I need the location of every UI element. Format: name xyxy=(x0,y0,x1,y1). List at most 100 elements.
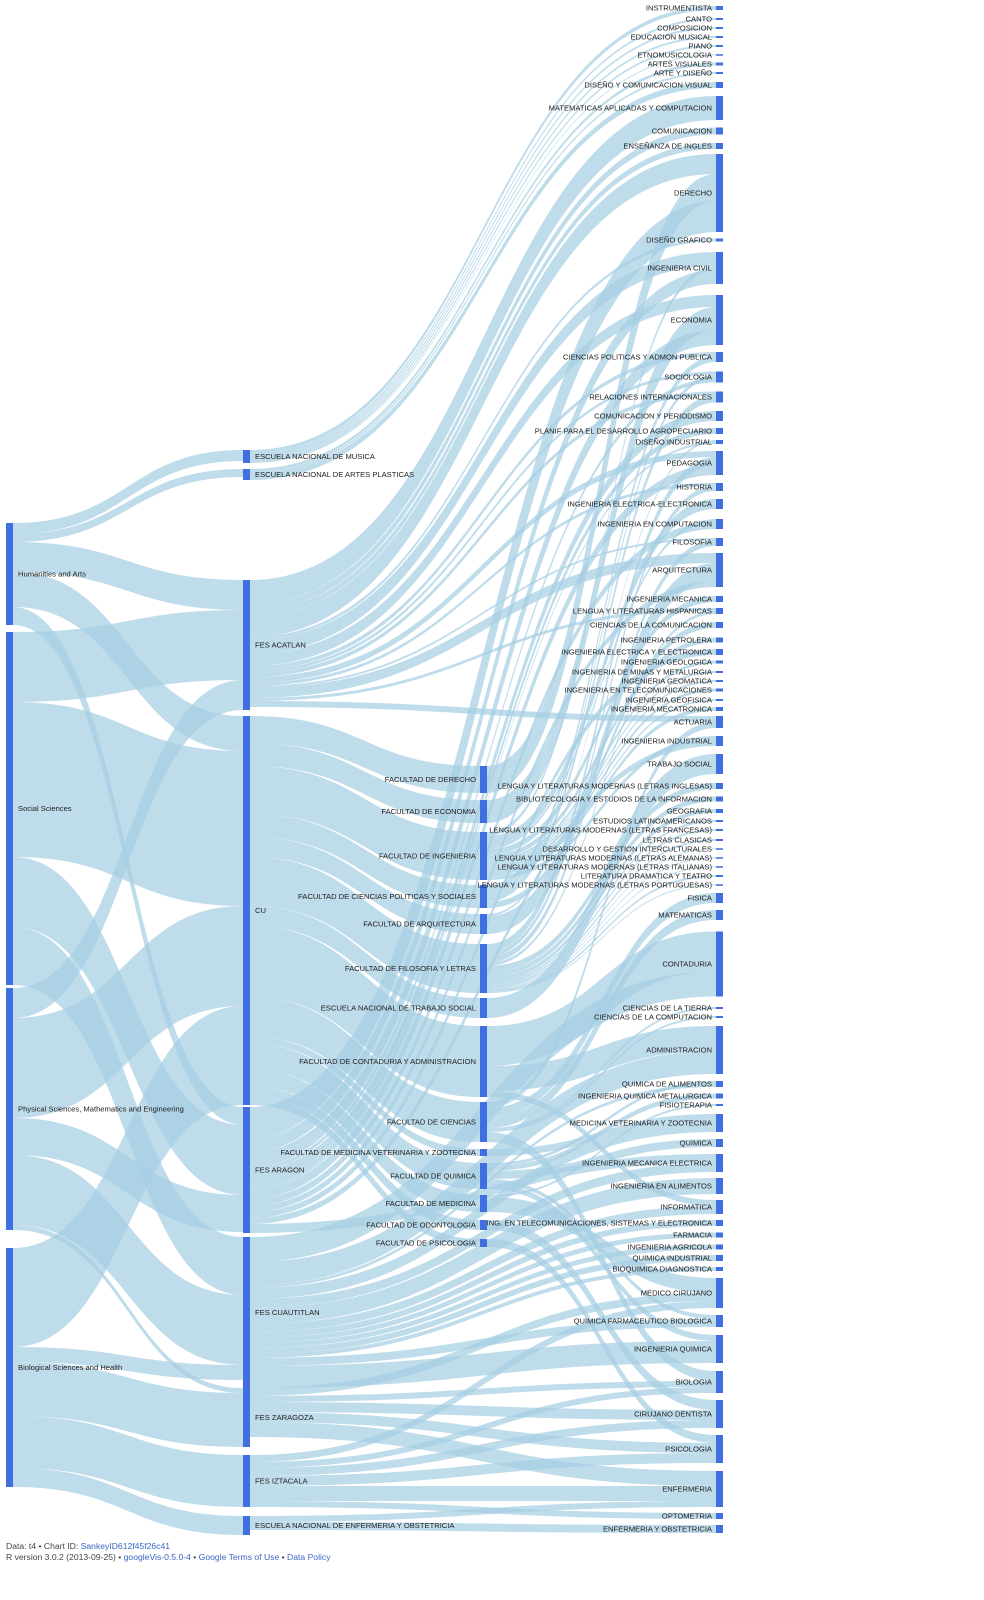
sankey-link[interactable] xyxy=(250,201,716,1138)
sankey-node[interactable] xyxy=(716,1093,723,1099)
sankey-node[interactable] xyxy=(716,1081,723,1087)
sankey-node[interactable] xyxy=(716,716,723,728)
sankey-node[interactable] xyxy=(716,1400,723,1428)
sankey-node[interactable] xyxy=(480,1220,487,1230)
sankey-node[interactable] xyxy=(716,54,723,56)
sankey-node[interactable] xyxy=(716,649,723,655)
sankey-link[interactable] xyxy=(250,766,480,880)
sankey-node[interactable] xyxy=(716,637,723,643)
sankey-node[interactable] xyxy=(243,469,250,480)
sankey-link[interactable] xyxy=(487,699,716,872)
sankey-node[interactable] xyxy=(716,754,723,774)
sankey-link[interactable] xyxy=(250,1301,716,1462)
sankey-node[interactable] xyxy=(716,875,723,877)
sankey-node[interactable] xyxy=(480,1239,487,1247)
sankey-node[interactable] xyxy=(716,352,723,362)
sankey-node[interactable] xyxy=(480,1195,487,1212)
sankey-node[interactable] xyxy=(243,580,250,710)
sankey-link[interactable] xyxy=(250,82,716,480)
sankey-node[interactable] xyxy=(716,1232,723,1238)
sankey-link[interactable] xyxy=(250,1522,716,1533)
sankey-node[interactable] xyxy=(716,1371,723,1393)
sankey-link[interactable] xyxy=(13,1347,243,1380)
sankey-node[interactable] xyxy=(243,1455,250,1507)
sankey-link[interactable] xyxy=(250,54,716,463)
sankey-node[interactable] xyxy=(716,1178,723,1194)
sankey-node[interactable] xyxy=(716,499,723,509)
sankey-node[interactable] xyxy=(716,671,723,673)
sankey-link[interactable] xyxy=(13,469,243,542)
sankey-node[interactable] xyxy=(716,1220,723,1226)
sankey-node[interactable] xyxy=(716,127,723,135)
sankey-link[interactable] xyxy=(250,1178,716,1324)
sankey-link[interactable] xyxy=(250,1420,716,1476)
sankey-link[interactable] xyxy=(250,1412,716,1453)
data-policy-link[interactable]: Data Policy xyxy=(287,1552,331,1562)
sankey-link[interactable] xyxy=(487,1183,716,1341)
sankey-node[interactable] xyxy=(716,809,723,813)
sankey-link[interactable] xyxy=(250,1453,716,1486)
sankey-link[interactable] xyxy=(250,72,716,474)
sankey-link[interactable] xyxy=(13,927,243,1295)
sankey-node[interactable] xyxy=(716,1154,723,1172)
sankey-node[interactable] xyxy=(716,96,723,120)
sankey-node[interactable] xyxy=(716,608,723,614)
sankey-node[interactable] xyxy=(243,716,250,1105)
sankey-node[interactable] xyxy=(716,483,723,491)
sankey-link[interactable] xyxy=(250,857,480,993)
sankey-node[interactable] xyxy=(716,238,723,242)
sankey-node[interactable] xyxy=(716,783,723,789)
sankey-node[interactable] xyxy=(716,839,723,841)
sankey-link[interactable] xyxy=(487,820,716,983)
sankey-link[interactable] xyxy=(250,1255,716,1354)
sankey-link[interactable] xyxy=(250,352,716,670)
sankey-node[interactable] xyxy=(716,884,723,886)
sankey-link[interactable] xyxy=(13,450,243,534)
sankey-node[interactable] xyxy=(480,944,487,993)
sankey-node[interactable] xyxy=(6,1248,13,1487)
sankey-link[interactable] xyxy=(250,1501,716,1522)
sankey-node[interactable] xyxy=(6,523,13,625)
sankey-link[interactable] xyxy=(13,1006,243,1347)
sankey-link[interactable] xyxy=(13,906,243,1118)
sankey-link[interactable] xyxy=(250,36,716,460)
sankey-node[interactable] xyxy=(716,1255,723,1261)
sankey-link[interactable] xyxy=(250,27,716,458)
sankey-node[interactable] xyxy=(243,450,250,463)
sankey-node[interactable] xyxy=(480,998,487,1018)
sankey-link[interactable] xyxy=(487,174,716,793)
sankey-node[interactable] xyxy=(716,62,723,66)
sankey-link[interactable] xyxy=(250,1154,716,1233)
sankey-node[interactable] xyxy=(716,820,723,822)
sankey-link[interactable] xyxy=(13,1468,243,1535)
sankey-node[interactable] xyxy=(716,829,723,831)
sankey-node[interactable] xyxy=(716,82,723,88)
sankey-link[interactable] xyxy=(250,252,716,654)
sankey-link[interactable] xyxy=(250,1387,716,1468)
sankey-node[interactable] xyxy=(716,1114,723,1132)
sankey-link[interactable] xyxy=(487,440,716,916)
sankey-link[interactable] xyxy=(487,374,716,896)
sankey-node[interactable] xyxy=(716,680,723,682)
sankey-link[interactable] xyxy=(487,1081,716,1166)
sankey-link[interactable] xyxy=(487,457,716,952)
sankey-link[interactable] xyxy=(13,680,243,1018)
sankey-node[interactable] xyxy=(243,1388,250,1447)
sankey-node[interactable] xyxy=(480,1102,487,1142)
sankey-link[interactable] xyxy=(250,1293,716,1396)
sankey-link[interactable] xyxy=(487,307,716,823)
sankey-link[interactable] xyxy=(487,611,716,966)
google-terms-link[interactable]: Google Terms of Use xyxy=(198,1552,280,1562)
sankey-link[interactable] xyxy=(250,411,716,1181)
sankey-node[interactable] xyxy=(480,1026,487,1097)
sankey-link[interactable] xyxy=(250,1381,716,1402)
sankey-node[interactable] xyxy=(716,428,723,434)
sankey-node[interactable] xyxy=(716,1315,723,1327)
sankey-link[interactable] xyxy=(487,707,716,876)
sankey-link[interactable] xyxy=(13,1155,243,1365)
sankey-link[interactable] xyxy=(487,1104,716,1197)
sankey-link[interactable] xyxy=(487,829,716,985)
sankey-node[interactable] xyxy=(716,1104,723,1106)
sankey-node[interactable] xyxy=(716,451,723,475)
sankey-link[interactable] xyxy=(487,622,716,908)
